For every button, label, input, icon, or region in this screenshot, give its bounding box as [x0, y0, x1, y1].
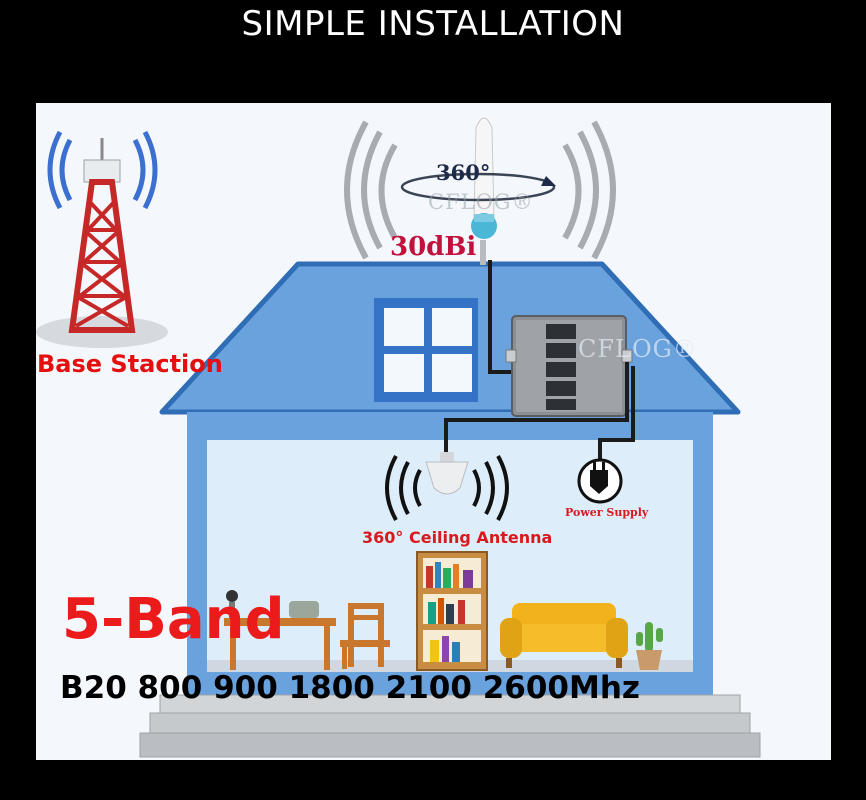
step-middle: [149, 712, 751, 734]
repeater-device-icon: [505, 315, 633, 417]
outdoor-antenna-icon: [344, 117, 616, 265]
potted-cactus: [636, 622, 663, 670]
page-title: SIMPLE INSTALLATION: [241, 4, 625, 44]
antenna-gain-label: 30dBi: [390, 232, 477, 262]
outdoor-cable: [488, 260, 520, 374]
desk: [224, 590, 336, 670]
power-supply-label: Power Supply: [565, 506, 649, 519]
repeater-watermark: CFLOG®: [578, 335, 698, 363]
frequency-list: B20 800 900 1800 2100 2600Mhz: [60, 670, 640, 706]
power-cable: [598, 366, 635, 465]
rotation-label: 360°: [436, 160, 491, 185]
base-station-label: Base Staction: [37, 350, 223, 378]
armchair: [500, 603, 628, 668]
attic-window: [374, 298, 478, 402]
ceiling-antenna-label: 360° Ceiling Antenna: [362, 528, 553, 547]
chair: [340, 603, 390, 669]
antenna-watermark: CFLOG®: [428, 190, 534, 214]
bookshelf: [416, 551, 488, 671]
power-socket-icon: [577, 458, 623, 504]
base-station-tower-icon: [36, 130, 168, 348]
indoor-cable: [444, 362, 629, 455]
ceiling-antenna-icon: [385, 452, 509, 521]
band-count-title: 5-Band: [62, 587, 285, 652]
step-bottom: [139, 732, 761, 758]
